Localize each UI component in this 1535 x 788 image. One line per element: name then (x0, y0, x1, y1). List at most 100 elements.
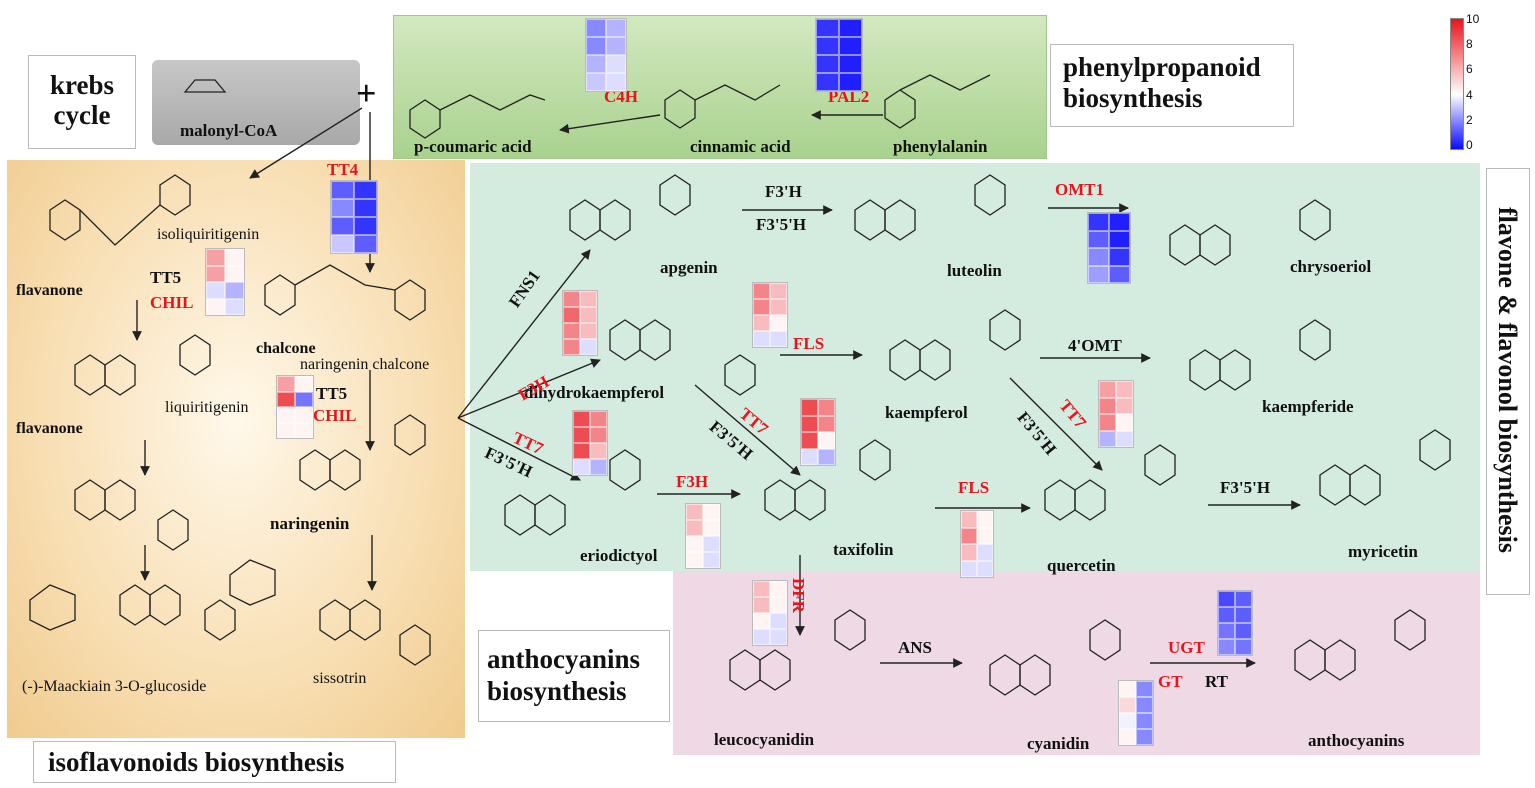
ring-erio-c (534, 494, 566, 536)
enzyme-f3p5ph-5: F3'5'H (1220, 478, 1271, 497)
heatmap-cell (1099, 414, 1116, 431)
heatmap-cell (1119, 681, 1136, 697)
ring-cinn (664, 89, 696, 129)
heatmap-cell (1218, 623, 1235, 639)
heatmap-cell (1116, 430, 1133, 447)
heatmap-gt (1118, 680, 1154, 746)
colorbar-tick: 4 (1466, 88, 1473, 102)
ring-erio-a (504, 494, 536, 536)
heatmap-tt5-chil-1 (205, 248, 245, 316)
heatmap-cell (1136, 713, 1153, 729)
label-luteolin: luteolin (947, 261, 1002, 280)
heatmap-cell (1218, 607, 1235, 623)
heatmap-cell (818, 415, 835, 432)
heatmap-cell (580, 307, 597, 323)
heatmap-cell (354, 199, 377, 217)
label-isoliquiritigenin: isoliquiritigenin (157, 226, 260, 243)
heatmap-cell (770, 597, 787, 613)
phenylpropanoid-title-line1: phenylpropanoid (1063, 52, 1261, 82)
ring-antho-a (1294, 639, 1326, 681)
flavone-region (470, 163, 1480, 571)
heatmap-cell (563, 323, 580, 339)
heatmap-cell (839, 55, 862, 73)
heatmap-cell (1088, 265, 1109, 283)
heatmap-cell (1235, 607, 1252, 623)
heatmap-cell (1116, 414, 1133, 431)
heatmap-cell (331, 181, 354, 199)
heatmap-cell (753, 283, 770, 299)
heatmap-tt4 (330, 180, 378, 254)
enzyme-tt5-2: TT5 (316, 384, 348, 403)
heatmap-cell (225, 265, 244, 282)
heatmap-cell (686, 504, 703, 520)
enzyme-chil-1: CHIL (150, 293, 194, 312)
heatmap-cell (818, 448, 835, 465)
anthocyanins-title-line2: biosynthesis (487, 676, 627, 706)
ring-quer-a (1044, 479, 1076, 521)
enzyme-omt1: OMT1 (1055, 180, 1105, 199)
heatmap-cell (225, 298, 244, 315)
ring-dhk-c (639, 319, 671, 361)
flavone-title (1486, 168, 1530, 595)
heatmap-cell (703, 552, 720, 568)
colorbar-tick: 2 (1466, 113, 1473, 127)
ring-maack-a (119, 584, 151, 626)
heatmap-cell (816, 19, 839, 37)
heatmap-cell (753, 581, 770, 597)
heatmap-pal2 (815, 18, 863, 92)
enzyme-f3h-2: F3H (676, 472, 709, 491)
ring-nar-b (394, 414, 426, 456)
enzyme-gt: GT (1158, 672, 1183, 691)
heatmap-cell (801, 448, 818, 465)
ring-quer-b (1144, 444, 1176, 486)
heatmap-cell (1116, 381, 1133, 398)
heatmap-f3h-2 (685, 503, 721, 569)
enzyme-ans: ANS (898, 638, 933, 657)
heatmap-cell (703, 504, 720, 520)
label-sissotrin: sissotrin (313, 670, 367, 687)
colorbar-tick: 10 (1466, 12, 1480, 26)
heatmap-cell (977, 560, 993, 577)
ring-leuco-a (729, 649, 761, 691)
ring-kaeide-b (1299, 319, 1331, 361)
heatmap-cell (977, 511, 993, 528)
heatmap-cell (1109, 213, 1130, 231)
heatmap-cell (606, 19, 626, 37)
label-myricetin: myricetin (1348, 542, 1418, 561)
heatmap-cell (1109, 230, 1130, 248)
ring-malonyl (183, 79, 227, 93)
heatmap-cell (770, 283, 787, 299)
colorbar-tick: 0 (1466, 138, 1473, 152)
arrow-plus-isoliq (249, 107, 363, 179)
heatmap-cell (801, 415, 818, 432)
ring-siss-a (319, 599, 351, 641)
heatmap-cell (295, 422, 313, 438)
ring-myr-a (1319, 464, 1351, 506)
heatmap-cell (753, 613, 770, 629)
heatmap-cell (277, 407, 295, 423)
heatmap-cell (590, 411, 607, 427)
isoflavonoids-title-text: isoflavonoids biosynthesis (48, 747, 345, 777)
heatmap-cell (277, 376, 295, 392)
heatmap-cell (770, 581, 787, 597)
krebs-title-line1: krebs (49, 70, 115, 100)
heatmap-cell (580, 323, 597, 339)
heatmap-cell (295, 391, 313, 407)
heatmap-cell (1235, 591, 1252, 607)
heatmap-cell (563, 339, 580, 355)
label-eriodictyol: eriodictyol (580, 546, 658, 565)
ring-maack-d (204, 599, 236, 641)
heatmap-cell (295, 407, 313, 423)
heatmap-cell (1235, 639, 1252, 655)
heatmap-cell (1088, 248, 1109, 266)
heatmap-cell (1235, 623, 1252, 639)
enzyme-tt5-1: TT5 (150, 268, 182, 287)
heatmap-cell (816, 55, 839, 73)
heatmap-cell (206, 249, 225, 266)
ring-siss-g (229, 559, 276, 606)
heatmap-cell (586, 55, 606, 73)
heatmap-cell (206, 298, 225, 315)
colorbar-tick: 6 (1466, 62, 1473, 76)
label-chalcone: chalcone (256, 340, 316, 357)
label-apgenin: apgenin (660, 258, 718, 277)
